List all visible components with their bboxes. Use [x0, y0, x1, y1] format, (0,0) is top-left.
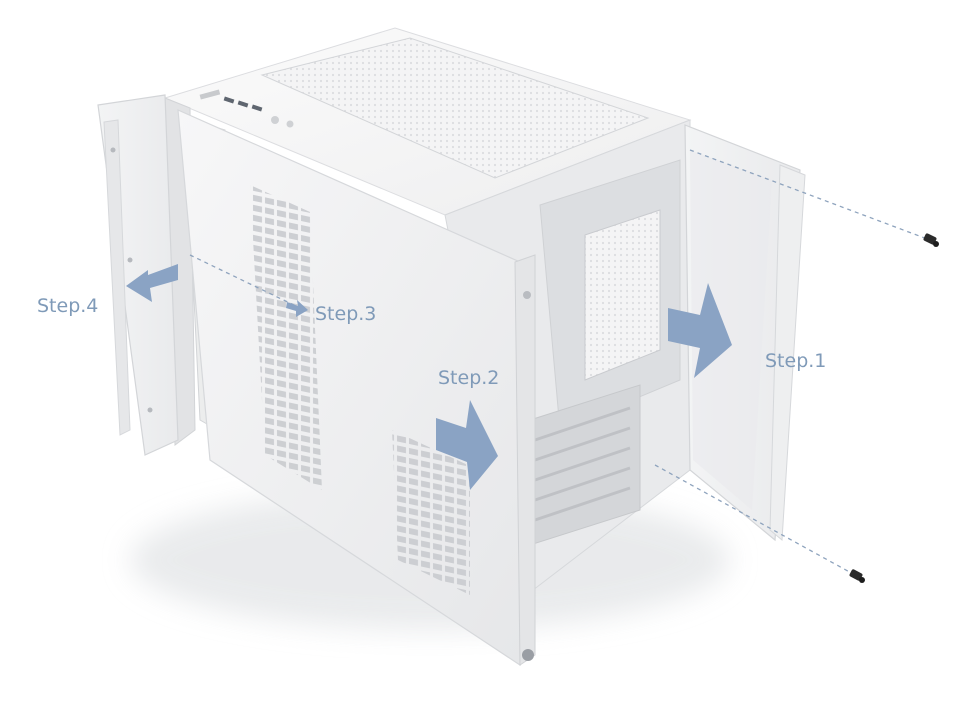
step1-label: Step.1: [765, 350, 827, 372]
arrow-step3-icon: [286, 300, 308, 317]
screw-guide-bottom: [654, 464, 856, 576]
pcie-slots: [529, 384, 641, 546]
side-vent-lower: [392, 430, 470, 595]
step3-label: Step.3: [315, 303, 377, 325]
top-mesh-filter: [260, 37, 650, 179]
screw-top-icon: [923, 233, 939, 247]
arrow-step2-icon: [436, 400, 498, 490]
step4-label: Step.4: [37, 295, 99, 317]
screw-guide-top: [689, 149, 931, 241]
side-vent-upper: [250, 185, 322, 490]
case-body: [163, 27, 692, 667]
arrow-step1-icon: [668, 283, 732, 378]
thumb-screw-icon: [522, 649, 534, 661]
arrow-step4-icon: [126, 264, 178, 302]
screw-guide-lines: [189, 149, 931, 576]
front-io-panel: [199, 89, 294, 128]
case-front-pillar: [514, 254, 536, 666]
step2-label: Step.2: [438, 367, 500, 389]
screw-bottom-icon: [849, 569, 865, 583]
left-glass-panel: [97, 94, 179, 456]
motherboard-tray-mesh: [584, 209, 661, 381]
pillar-screw-icon: [523, 291, 531, 299]
front-glass-panel: [684, 124, 806, 542]
